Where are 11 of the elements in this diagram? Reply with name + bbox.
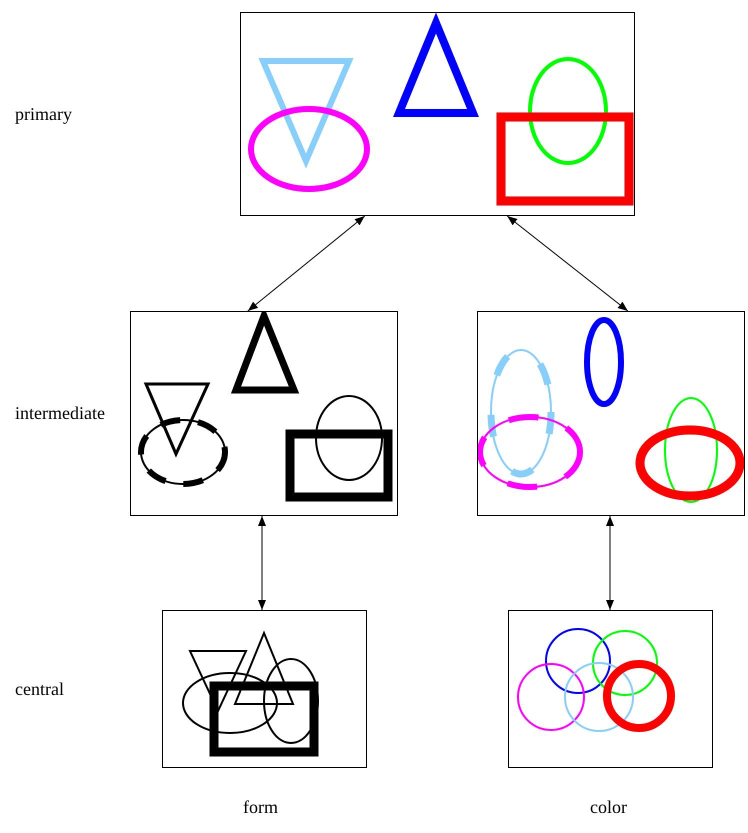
row-label: central bbox=[15, 679, 64, 700]
column-label: color bbox=[590, 797, 627, 818]
picture-panel bbox=[508, 610, 713, 768]
row-label: primary bbox=[15, 104, 72, 125]
double-arrow bbox=[247, 216, 366, 312]
row-label: intermediate bbox=[15, 403, 105, 424]
double-arrow bbox=[258, 516, 266, 610]
picture-panel bbox=[162, 610, 367, 768]
column-label: form bbox=[243, 797, 278, 818]
double-arrow bbox=[606, 516, 614, 610]
double-arrow bbox=[506, 216, 628, 312]
